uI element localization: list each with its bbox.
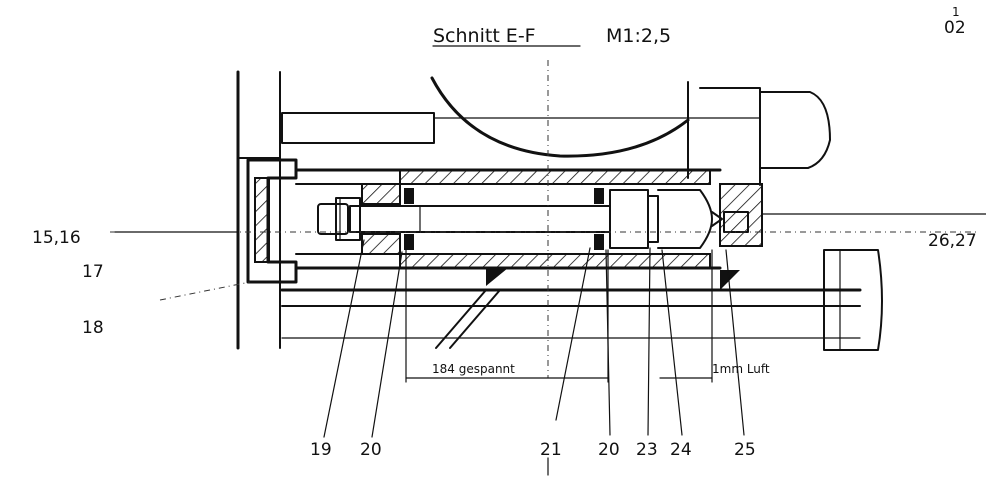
upper-plate — [281, 112, 761, 144]
sheet-ref-top: 1 — [952, 5, 960, 19]
left-frame — [236, 70, 281, 350]
scale-label: M1:2,5 — [606, 25, 671, 47]
callout-24: 24 — [670, 440, 692, 460]
seal-rings — [404, 188, 604, 250]
callout-26-27: 26,27 — [928, 231, 977, 251]
sheet-reference: 1 02 — [944, 5, 966, 38]
dimension-clamped-label: 184 gespannt — [432, 362, 515, 376]
drawing-title: Schnitt E-F M1:2,5 — [432, 25, 671, 47]
callout-20-right: 20 — [598, 440, 620, 460]
right-block — [719, 183, 986, 247]
callout-17: 17 — [82, 262, 104, 282]
leader-lines — [114, 231, 745, 476]
callout-21: 21 — [540, 440, 562, 460]
dimension-clearance: 1mm Luft — [659, 249, 770, 383]
curved-body — [430, 76, 831, 186]
centre-lines — [110, 60, 980, 378]
lower-plate — [280, 268, 862, 349]
callout-18: 18 — [82, 318, 104, 338]
callout-23: 23 — [636, 440, 658, 460]
dimension-clearance-label: 1mm Luft — [712, 362, 770, 376]
dimension-clamped: 184 gespannt — [405, 249, 609, 383]
piston-plunger — [609, 189, 723, 249]
section-title: Schnitt E-F — [433, 25, 536, 47]
callouts: 15,16 17 18 19 20 21 20 23 24 25 26,27 — [32, 228, 977, 460]
piston-rod — [349, 205, 611, 233]
callout-15-16: 15,16 — [32, 228, 81, 248]
sheet-ref-bottom: 02 — [944, 18, 966, 38]
callout-20-left: 20 — [360, 440, 382, 460]
right-roller — [823, 249, 883, 351]
callout-25: 25 — [734, 440, 756, 460]
nut-assembly — [317, 197, 361, 241]
callout-19: 19 — [310, 440, 332, 460]
